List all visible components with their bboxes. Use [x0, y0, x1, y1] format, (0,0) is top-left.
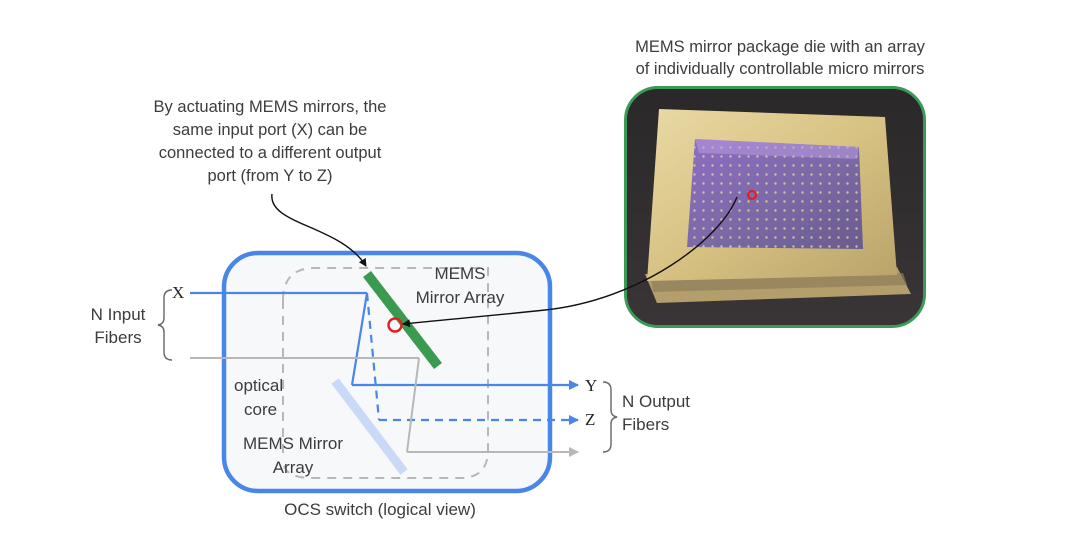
top-mirror-label-line-2: Mirror Array — [415, 288, 505, 307]
actuation-note-line-4: port (from Y to Z) — [207, 167, 333, 185]
input-fibers-label: N Input Fibers — [78, 303, 158, 349]
beam-x-to-z-reflect — [365, 292, 381, 421]
package-caption-line-2: of individually controllable micro mirro… — [635, 60, 925, 78]
mirror-highlight-ring — [387, 317, 403, 333]
optical-core-label-line-2: core — [244, 400, 278, 419]
bottom-mirror-label: MEMS Mirror Array — [238, 432, 348, 480]
inactive-beam-reflect — [406, 357, 420, 453]
ocs-switch-caption: OCS switch (logical view) — [284, 500, 476, 519]
output-port-z-label: Z — [585, 410, 596, 429]
input-fibers-label-line-1: N Input — [90, 305, 146, 324]
input-fibers-brace — [157, 289, 173, 361]
package-caption-line-1: MEMS mirror package die with an array — [635, 38, 925, 56]
mems-package-photo — [624, 86, 926, 328]
output-port-y-label: Y — [585, 376, 598, 395]
output-fibers-brace — [602, 381, 618, 453]
bottom-mirror-label-line-2: Array — [272, 458, 314, 477]
optical-core-label-line-1: optical — [234, 376, 284, 395]
actuation-note: By actuating MEMS mirrors, the same inpu… — [120, 96, 420, 188]
top-mirror-label: MEMS Mirror Array — [398, 262, 522, 310]
bottom-mirror-label-line-1: MEMS Mirror — [242, 434, 344, 453]
package-caption: MEMS mirror package die with an array of… — [580, 36, 980, 80]
input-fibers-label-line-2: Fibers — [94, 328, 142, 347]
top-mirror-label-line-1: MEMS — [434, 264, 486, 283]
optical-core-label: optical core — [234, 374, 283, 422]
beam-x-to-y-reflect — [350, 292, 369, 386]
output-fibers-label-line-1: N Output — [622, 392, 691, 411]
package-highlight-ring — [746, 189, 758, 201]
actuation-note-line-2: same input port (X) can be — [172, 121, 368, 139]
note-pointer-arrow — [271, 193, 367, 267]
mems-package-illustration — [627, 89, 923, 325]
input-port-x-label: X — [172, 283, 185, 302]
actuation-note-line-1: By actuating MEMS mirrors, the — [153, 98, 387, 116]
output-fibers-label: N Output Fibers — [622, 390, 690, 436]
output-fibers-label-line-2: Fibers — [622, 415, 670, 434]
actuation-note-line-3: connected to a different output — [158, 144, 382, 162]
